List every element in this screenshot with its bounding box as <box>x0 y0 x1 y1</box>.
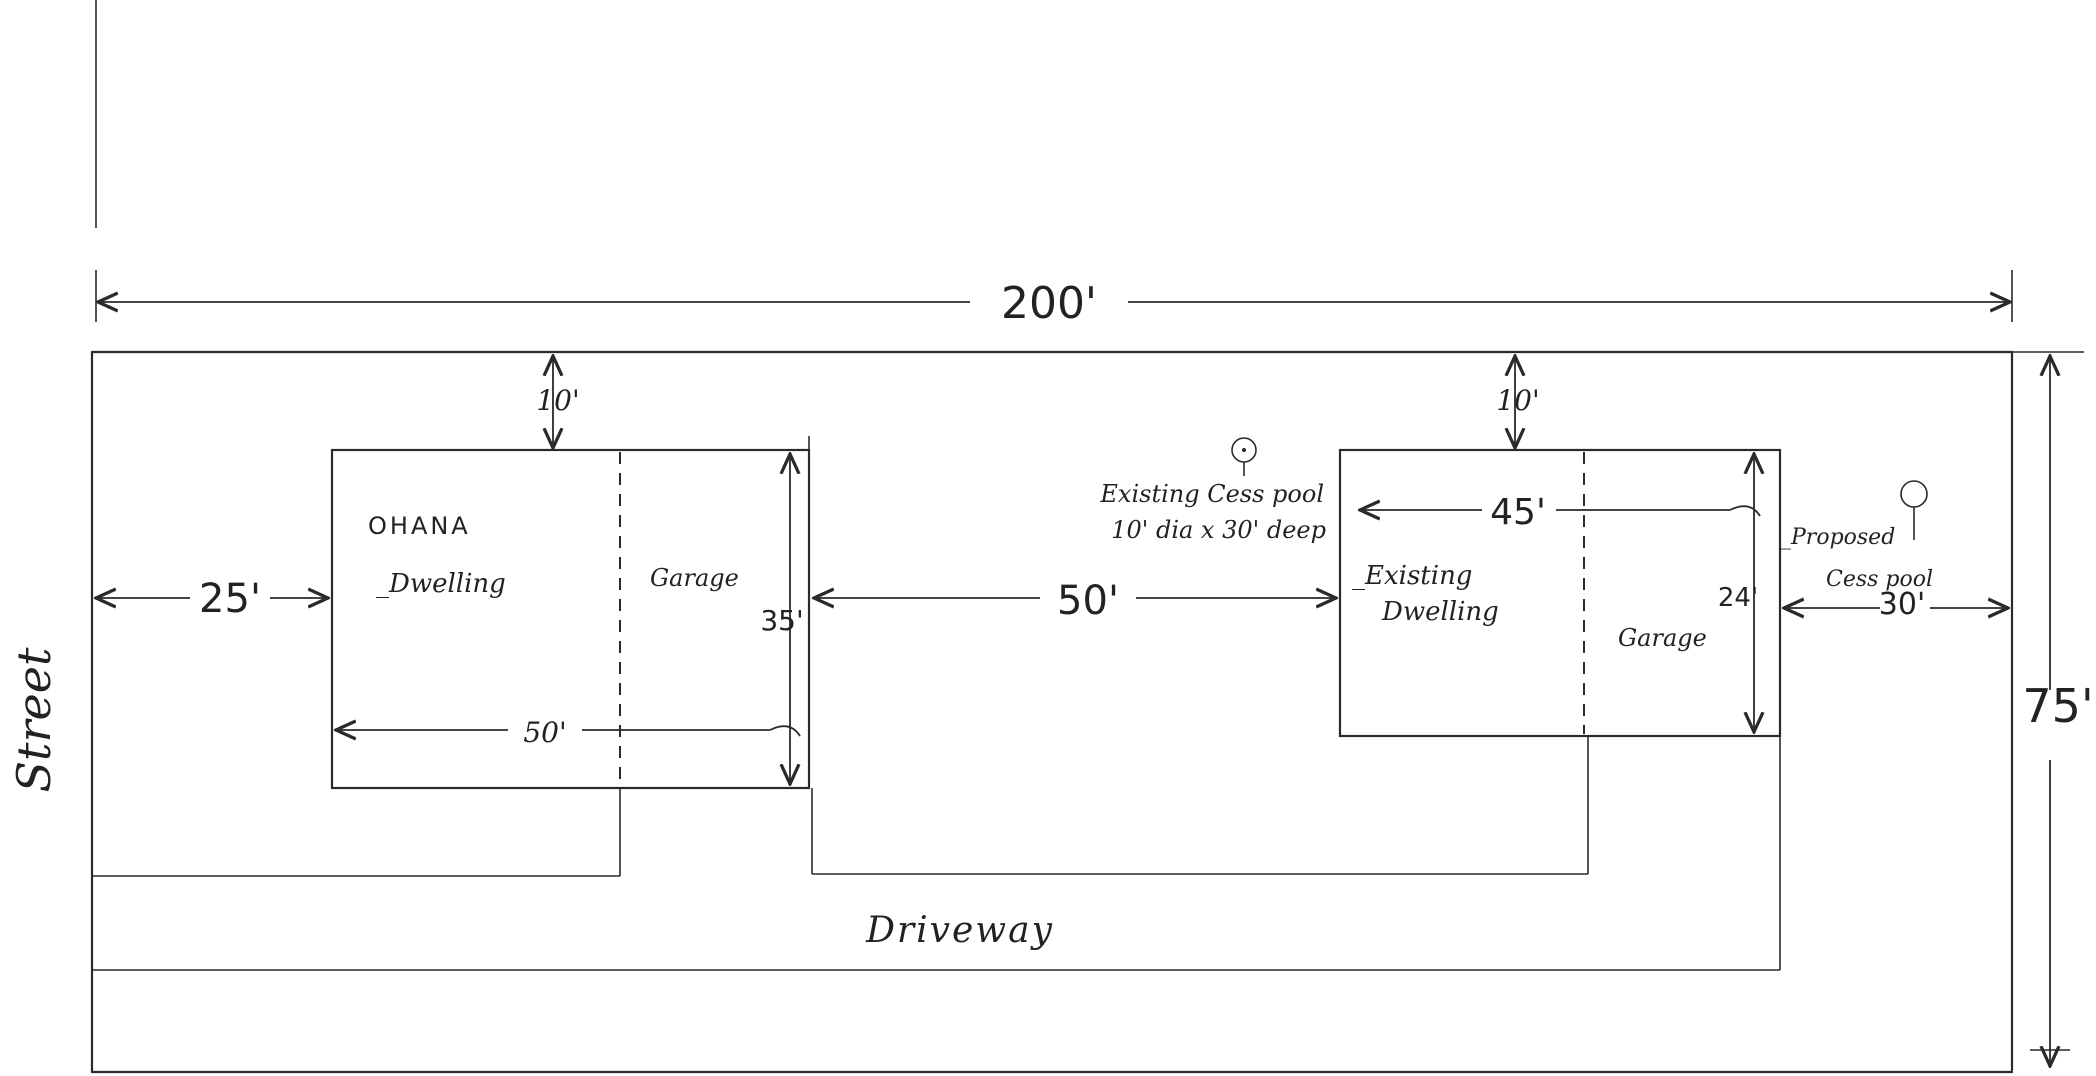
existing-garage-label: Garage <box>1618 624 1707 652</box>
svg-text:10': 10' <box>536 384 579 417</box>
lot-depth-label: 75' <box>2022 679 2093 733</box>
ohana-front-setback: 25' <box>96 576 328 622</box>
ohana-depth-dimension: 35' <box>760 454 804 784</box>
between-buildings-dimension: 50' <box>814 578 1336 624</box>
existing-top-setback: 10' <box>1496 356 1540 448</box>
existing-depth-dimension: 24' <box>1718 454 1758 732</box>
lot-width-dimension: 200' <box>95 270 2013 329</box>
lot-depth-dimension: 75' <box>2022 356 2094 1066</box>
lot-width-label: 200' <box>1001 278 1097 329</box>
existing-cesspool-symbol <box>1231 437 1257 476</box>
ohana-top-setback: 10' <box>536 356 580 448</box>
svg-text:50': 50' <box>523 716 566 749</box>
svg-text:25': 25' <box>199 576 261 622</box>
existing-subtitle: Dwelling <box>1381 597 1499 627</box>
lot-boundary <box>90 350 2084 1074</box>
ohana-title: OHANA <box>368 512 471 540</box>
ohana-width-dimension: 50' <box>336 716 801 749</box>
street-label: Street <box>7 647 61 792</box>
proposed-cesspool-symbol <box>1900 480 1928 540</box>
existing-rear-setback: 30' <box>1784 587 2008 622</box>
driveway-label: Driveway <box>865 910 1054 951</box>
existing-cesspool-line2: 10' dia x 30' deep <box>1111 516 1326 544</box>
existing-title: _Existing <box>1352 561 1472 591</box>
ohana-subtitle: _Dwelling <box>376 569 506 599</box>
svg-text:45': 45' <box>1490 492 1546 533</box>
existing-building <box>1338 448 1782 738</box>
svg-text:24': 24' <box>1718 583 1758 613</box>
svg-text:35': 35' <box>760 604 803 637</box>
existing-cesspool-line1: Existing Cess pool <box>1099 480 1324 508</box>
proposed-cesspool-line2: Cess pool <box>1826 567 1933 592</box>
ohana-building <box>330 436 811 790</box>
existing-width-dimension: 45' <box>1360 492 1761 533</box>
svg-text:30': 30' <box>1879 587 1925 622</box>
svg-text:50': 50' <box>1057 578 1119 624</box>
ohana-garage-label: Garage <box>650 564 739 592</box>
proposed-cesspool-line1: _Proposed <box>1780 525 1895 550</box>
driveway-outline <box>92 736 1781 971</box>
svg-text:10': 10' <box>1496 384 1539 417</box>
